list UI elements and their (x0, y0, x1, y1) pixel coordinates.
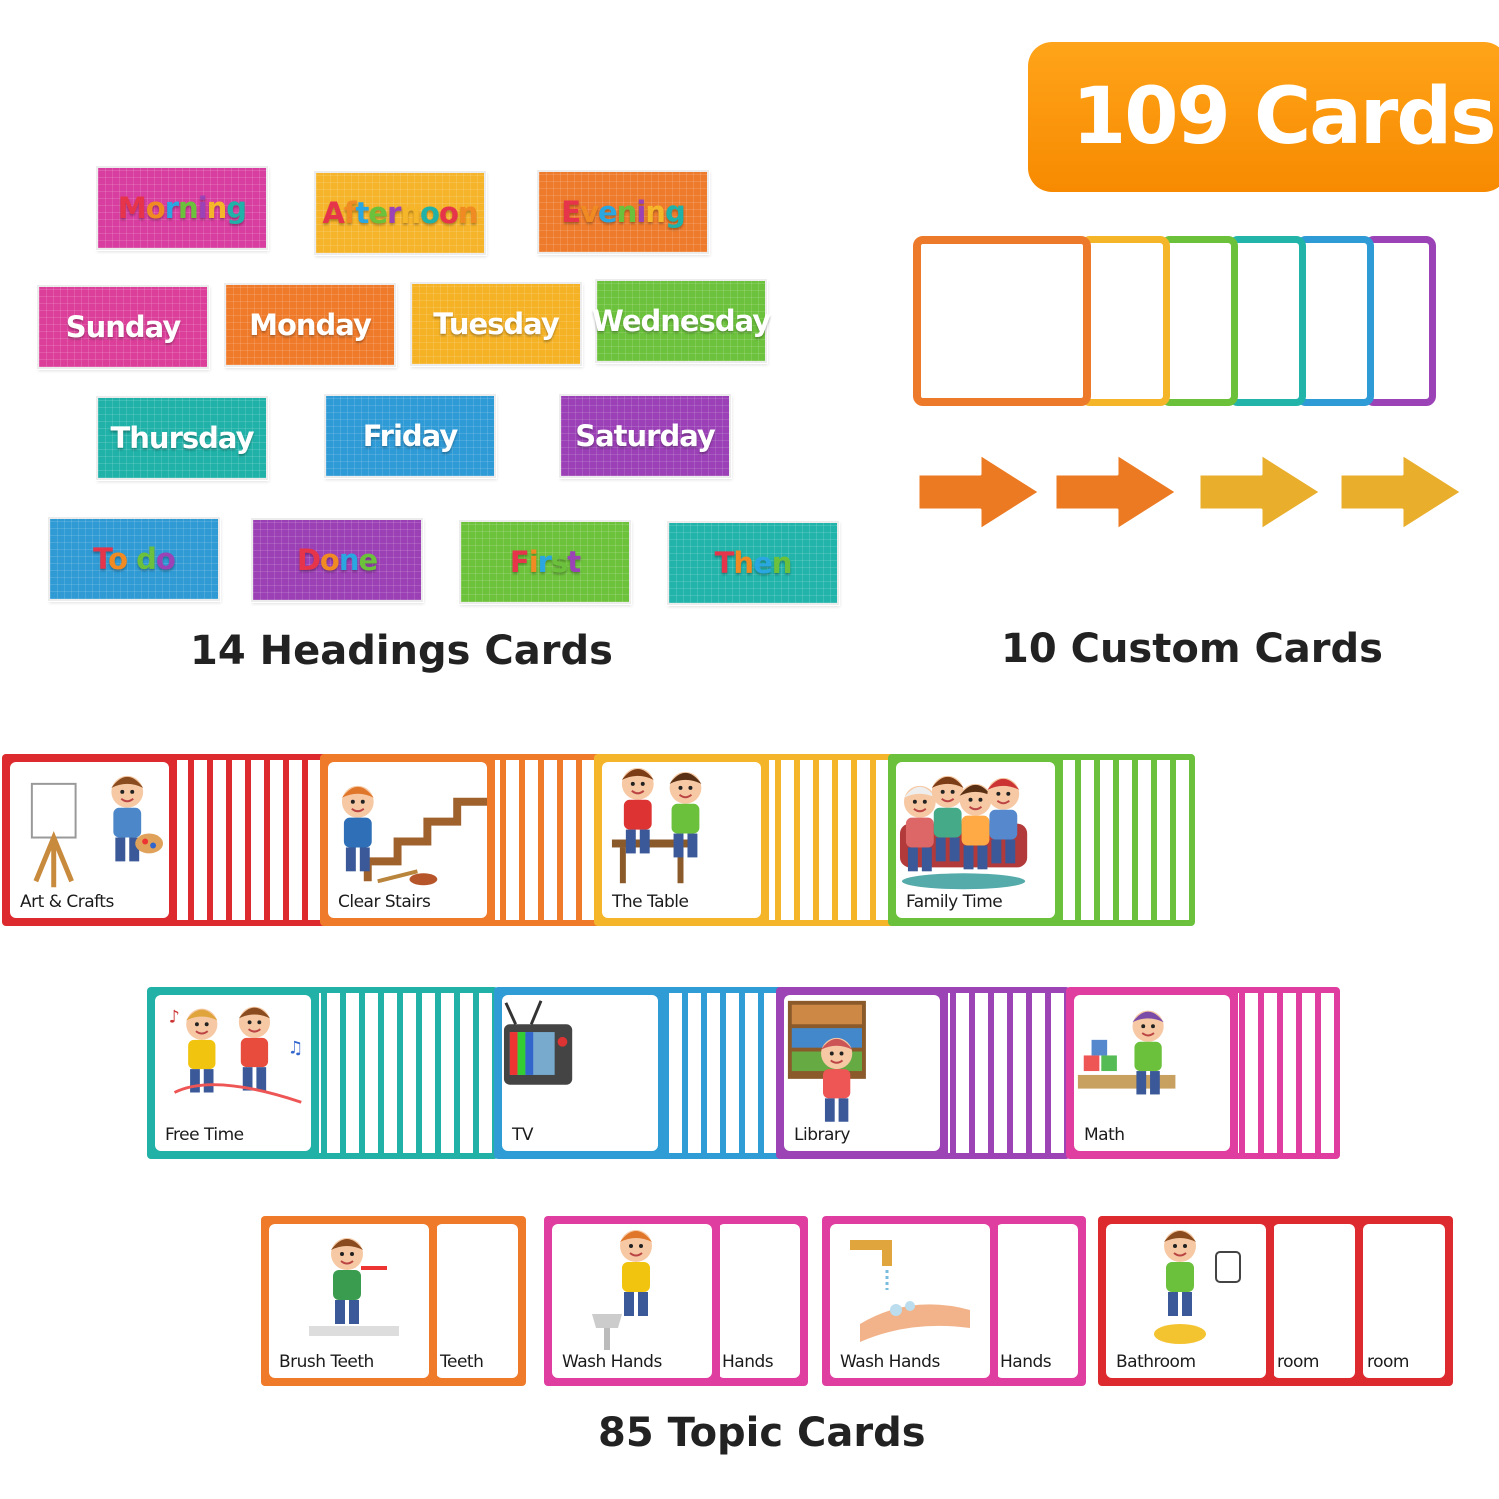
custom-card-yellow (1080, 236, 1170, 406)
heading-card: Wednesday (591, 279, 771, 363)
heading-card: Then (667, 521, 839, 605)
topic-card-back: Hands (988, 1216, 1086, 1386)
arrow-icon (1197, 452, 1323, 532)
heading-card-label: Sunday (65, 310, 182, 344)
heading-card-label: First (509, 545, 581, 579)
topic-card-label: Family Time (906, 892, 1003, 912)
custom-card-teal (1228, 236, 1306, 406)
topic-card-back: room (1355, 1216, 1453, 1386)
topic-card: TV (494, 987, 666, 1159)
topic-card-label: Hands (722, 1352, 774, 1372)
svg-text:♫: ♫ (288, 1039, 304, 1059)
heading-card-label: To do (93, 542, 176, 576)
heading-card: Thursday (96, 396, 268, 480)
headings-section-label: 14 Headings Cards (190, 628, 613, 674)
topic-card-label: Wash Hands (562, 1352, 662, 1372)
heading-card: Saturday (559, 394, 731, 478)
topic-card-label: room (1367, 1352, 1409, 1372)
arrow-icon (1338, 452, 1464, 532)
heading-card-label: Afternoon (322, 196, 478, 230)
arrow-icon (1053, 452, 1179, 532)
topic-card: Wash Hands (822, 1216, 998, 1386)
boy-at-sink-illustration (592, 1230, 652, 1350)
heading-card: Monday (224, 283, 396, 367)
heading-card-label: Done (296, 543, 378, 577)
custom-card-blue (1296, 236, 1374, 406)
heading-card-label: Evening (561, 195, 685, 229)
topics-section-label: 85 Topic Cards (598, 1410, 926, 1456)
topic-card-label: Clear Stairs (338, 892, 431, 912)
heading-card: Afternoon (314, 171, 486, 255)
dancing-kids-illustration: ♪♫ (169, 1006, 304, 1104)
family-on-couch-illustration (899, 775, 1028, 890)
heading-card-label: Then (714, 546, 793, 580)
heading-card: Tuesday (410, 282, 582, 366)
heading-card-label: Tuesday (433, 307, 560, 341)
arrow-icon (916, 452, 1042, 532)
badge-text: 109 Cards (1072, 72, 1497, 162)
heading-card: Evening (537, 170, 709, 254)
topic-card-back: Teeth (428, 1216, 526, 1386)
card-count-badge: 109 Cards (1028, 42, 1499, 192)
painting-boy-illustration (30, 775, 164, 888)
topic-card-label: room (1277, 1352, 1319, 1372)
topic-card-label: The Table (612, 892, 689, 912)
topic-card: Bathroom (1098, 1216, 1274, 1386)
topic-card: Library (776, 987, 948, 1159)
topic-card-label: TV (512, 1125, 534, 1145)
topic-card-label: Library (794, 1125, 850, 1145)
heading-card: First (459, 520, 631, 604)
heading-card-label: Morning (117, 191, 247, 225)
topic-card-label: Hands (1000, 1352, 1052, 1372)
heading-card: Morning (96, 166, 268, 250)
television-illustration (503, 1000, 573, 1085)
topic-card: Family Time (888, 754, 1063, 926)
heading-card: To do (48, 517, 220, 601)
topic-card-label: Art & Crafts (20, 892, 114, 912)
reading-in-library-illustration (787, 1000, 866, 1122)
custom-card-green (1160, 236, 1238, 406)
topic-card: ♪♫Free Time (147, 987, 319, 1159)
heading-card: Sunday (37, 285, 209, 369)
topic-card-label: Wash Hands (840, 1352, 940, 1372)
topic-card-back: Hands (710, 1216, 808, 1386)
heading-card: Friday (324, 394, 496, 478)
heading-card-label: Monday (249, 308, 372, 342)
topic-card-back: room (1265, 1216, 1363, 1386)
topic-card-label: Bathroom (1116, 1352, 1196, 1372)
heading-card: Done (251, 518, 423, 602)
custom-section-label: 10 Custom Cards (1001, 626, 1383, 672)
topic-card-label: Teeth (440, 1352, 484, 1372)
kids-at-table-illustration (611, 767, 702, 884)
topic-card: The Table (594, 754, 769, 926)
heading-card-label: Thursday (110, 421, 255, 455)
topic-card-label: Free Time (165, 1125, 244, 1145)
hands-under-tap-illustration (850, 1240, 970, 1342)
topic-card: Brush Teeth (261, 1216, 437, 1386)
custom-card-orange (913, 236, 1091, 406)
kid-with-blocks-illustration (1077, 1010, 1176, 1095)
brushing-teeth-illustration (309, 1238, 399, 1336)
topic-card-label: Brush Teeth (279, 1352, 374, 1372)
topic-card: Wash Hands (544, 1216, 720, 1386)
topic-card: Clear Stairs (320, 754, 495, 926)
boy-on-toilet-illustration (1154, 1230, 1241, 1344)
heading-card-label: Saturday (575, 419, 716, 453)
sweeping-stairs-illustration (341, 785, 487, 886)
custom-card-purple (1364, 236, 1436, 406)
topic-card: Art & Crafts (2, 754, 177, 926)
heading-card-label: Wednesday (591, 304, 771, 338)
heading-card-label: Friday (362, 419, 459, 453)
topic-card: Math (1066, 987, 1238, 1159)
svg-text:♪: ♪ (169, 1007, 180, 1027)
topic-card-label: Math (1084, 1125, 1125, 1145)
